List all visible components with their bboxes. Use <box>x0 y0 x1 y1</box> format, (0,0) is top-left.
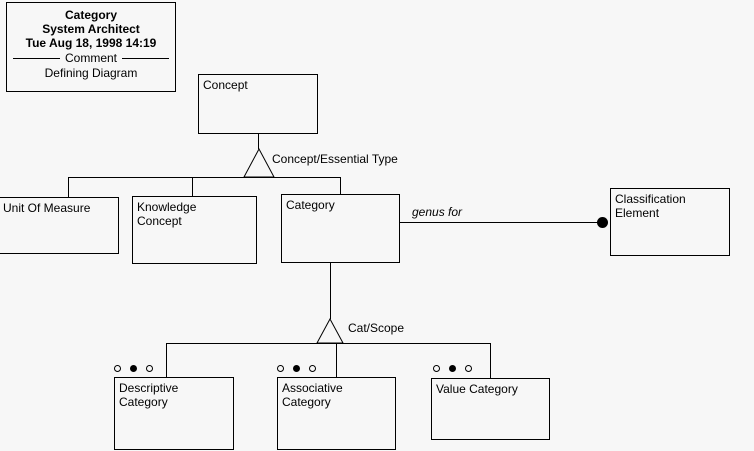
comment-text: Defining Diagram <box>44 66 138 80</box>
pip-hollow-descriptive-1 <box>114 365 121 372</box>
comment-separator: Comment <box>13 51 170 65</box>
pip-hollow-value-3 <box>465 365 472 372</box>
pip-hollow-associative-1 <box>277 365 284 372</box>
edge-bar-to-unit-of-measure <box>68 177 69 197</box>
generalization-triangle-cat-scope <box>316 318 344 344</box>
edge-label-genus-for: genus for <box>412 205 463 219</box>
class-box-concept[interactable]: Concept <box>198 74 318 134</box>
class-box-category[interactable]: Category <box>281 194 400 263</box>
pip-hollow-descriptive-3 <box>146 365 153 372</box>
title-block-line-3: Tue Aug 18, 1998 14:19 <box>25 36 157 50</box>
edge-bar-to-descriptive-category <box>166 343 167 377</box>
pip-hollow-value-1 <box>433 365 440 372</box>
edge-label-cat-scope: Cat/Scope <box>348 321 405 335</box>
class-box-associative-category[interactable]: Associative Category <box>277 377 396 450</box>
title-block-line-2: System Architect <box>42 22 140 36</box>
comment-rule-right <box>122 58 170 59</box>
class-box-knowledge-concept[interactable]: Knowledge Concept <box>132 196 257 264</box>
edge-bar-to-associative-category <box>336 343 337 377</box>
edge-label-concept-essential-type: Concept/Essential Type <box>272 152 398 166</box>
edge-genus-for <box>400 222 603 223</box>
edge-bar-to-category <box>340 177 341 194</box>
edge-category-to-cat-scope-triangle <box>330 263 331 319</box>
pip-filled-descriptive-2 <box>130 365 137 372</box>
class-box-unit-of-measure[interactable]: Unit Of Measure <box>0 197 119 254</box>
pip-filled-associative-2 <box>293 365 300 372</box>
comment-rule-left <box>13 58 60 59</box>
title-block-line-1: Category <box>64 8 117 22</box>
comment-label: Comment <box>65 51 118 65</box>
edge-bar-to-value-category <box>490 343 491 378</box>
generalization-bar-concept <box>68 177 341 178</box>
edge-bar-to-knowledge-concept <box>192 177 193 196</box>
class-box-value-category[interactable]: Value Category <box>431 378 550 440</box>
title-block: Category System Architect Tue Aug 18, 19… <box>6 2 176 92</box>
class-box-classification-element[interactable]: Classification Element <box>610 188 730 256</box>
pip-hollow-associative-3 <box>309 365 316 372</box>
generalization-triangle-concept-essential-type <box>243 148 275 178</box>
edge-concept-to-triangle <box>258 134 259 149</box>
generalization-bar-cat-scope <box>166 343 491 344</box>
pip-filled-value-2 <box>449 365 456 372</box>
association-end-filled-circle <box>597 217 608 228</box>
class-box-descriptive-category[interactable]: Descriptive Category <box>114 377 234 450</box>
